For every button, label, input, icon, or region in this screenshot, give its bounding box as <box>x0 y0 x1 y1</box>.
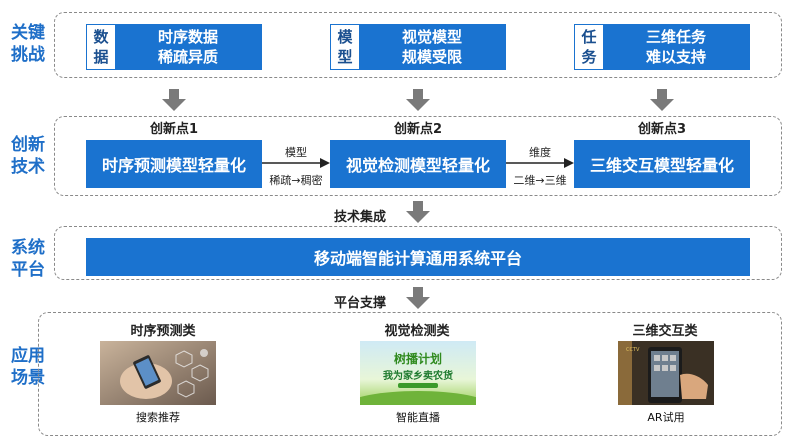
challenge-tag: 数 据 <box>93 28 109 66</box>
challenge-1: 数 据 时序数据 稀疏异质 <box>86 24 262 70</box>
row-label-application: 应用 场景 <box>11 346 45 388</box>
row-label-system: 系统 平台 <box>11 238 45 280</box>
application-container <box>38 312 782 436</box>
tech-integration-label: 技术集成 <box>333 210 386 225</box>
challenges-container <box>54 12 782 78</box>
platform-support-label: 平台支撑 <box>333 296 386 311</box>
challenge-tag: 任 务 <box>581 28 597 66</box>
live-image-slogan: 我为家乡卖农货 <box>383 369 453 382</box>
search-recommendation-image <box>100 341 216 405</box>
application-caption-2: 智能直播 <box>396 411 440 424</box>
innovation-container <box>54 116 782 196</box>
right-arrow-icon <box>506 158 574 168</box>
system-container <box>54 226 782 280</box>
application-category-3: 三维交互类 <box>632 324 698 339</box>
innovation-box-1: 时序预测模型轻量化 <box>86 140 262 188</box>
challenge-text: 三维任务 难以支持 <box>603 25 749 69</box>
row-label-challenges: 关键 挑战 <box>11 23 45 65</box>
challenge-text: 视觉模型 规模受限 <box>359 25 505 69</box>
innovation-label-1: 创新点1 <box>149 122 199 137</box>
live-image-title: 树播计划 <box>394 351 442 366</box>
innovation-box-3: 三维交互模型轻量化 <box>574 140 750 188</box>
innovation-box-2: 视觉检测模型轻量化 <box>330 140 506 188</box>
challenge-2: 模 型 视觉模型 规模受限 <box>330 24 506 70</box>
application-caption-3: AR试用 <box>647 411 685 424</box>
connector-1-bottom: 稀疏→稠密 <box>269 174 323 187</box>
down-arrow-icon <box>406 287 430 309</box>
application-caption-1: 搜索推荐 <box>136 411 180 424</box>
down-arrow-icon <box>406 89 430 111</box>
platform-box: 移动端智能计算通用系统平台 <box>86 238 750 276</box>
application-category-2: 视觉检测类 <box>384 324 450 339</box>
down-arrow-icon <box>406 201 430 223</box>
connector-2-top: 维度 <box>529 146 551 159</box>
down-arrow-icon <box>650 89 674 111</box>
row-label-innovation: 创新 技术 <box>11 135 45 177</box>
innovation-label-3: 创新点3 <box>637 122 687 137</box>
challenge-text: 时序数据 稀疏异质 <box>115 25 261 69</box>
connector-2-bottom: 二维→三维 <box>513 174 567 187</box>
down-arrow-icon <box>162 89 186 111</box>
innovation-label-2: 创新点2 <box>393 122 443 137</box>
application-category-1: 时序预测类 <box>130 324 196 339</box>
ar-tryon-image: CCTV <box>618 341 714 405</box>
right-arrow-icon <box>262 158 330 168</box>
challenge-3: 任 务 三维任务 难以支持 <box>574 24 750 70</box>
live-streaming-image: 树播计划 我为家乡卖农货 <box>360 341 476 405</box>
svg-text:CCTV: CCTV <box>626 347 640 353</box>
challenge-tag: 模 型 <box>337 28 353 66</box>
connector-1-top: 模型 <box>285 146 307 159</box>
